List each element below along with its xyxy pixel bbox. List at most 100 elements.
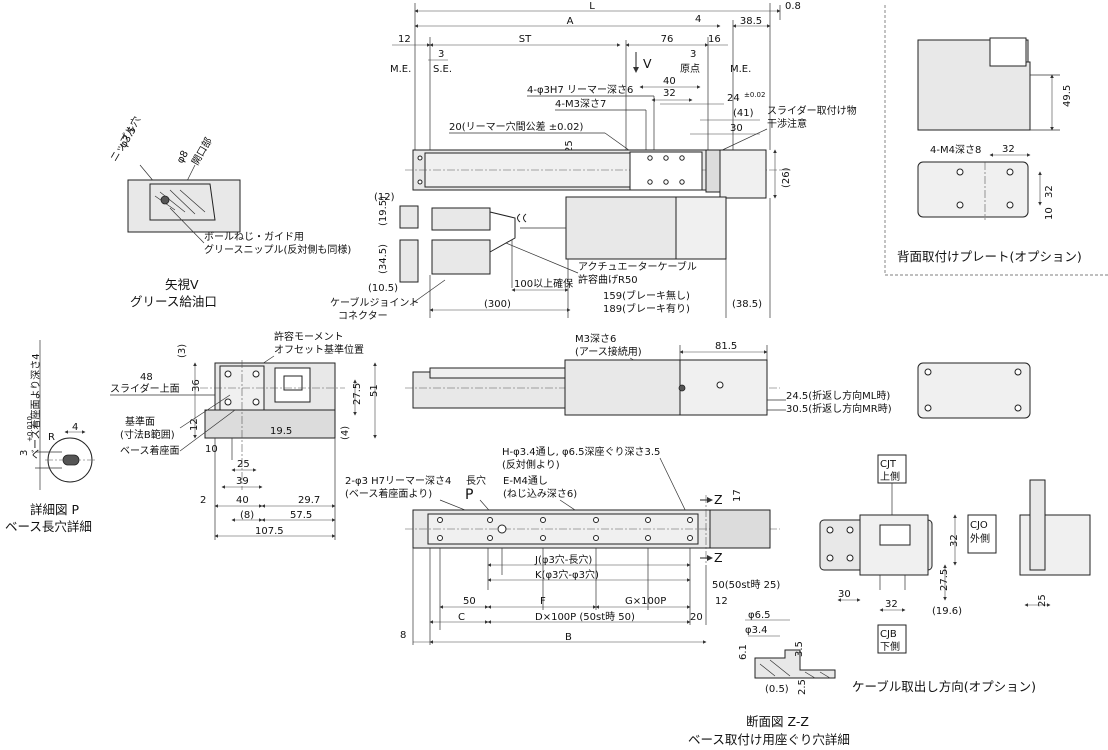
dim-12: 12	[398, 34, 411, 45]
origin-label: 原点	[680, 63, 700, 75]
len-no-brake: 159(ブレーキ無し)	[603, 289, 690, 302]
dim-24: 24	[727, 93, 740, 104]
fold-ml: 24.5(折返し方向ML時)	[786, 389, 890, 402]
zz-title-2: ベース取付け用座ぐり穴詳細	[688, 732, 850, 747]
clearance-note: 100以上確保	[514, 277, 573, 290]
grease-note-2: グリースニップル(反対側も同様)	[204, 243, 351, 256]
dim-F: F	[540, 596, 546, 607]
dim-3-left: 3	[438, 49, 444, 60]
detail-p-title-2: ベース長穴詳細	[5, 519, 92, 534]
cjb-label-1: CJB	[880, 629, 897, 640]
cable-dim-25: 25	[1037, 594, 1048, 607]
end-dim-40: 40	[236, 495, 249, 506]
view-v-title-1: 矢視V	[165, 277, 199, 292]
plate-dim-32a: 32	[1002, 144, 1015, 155]
view-v-title-2: グリース給油口	[130, 294, 217, 309]
plate-m4-note: 4-M4深さ8	[930, 144, 981, 156]
dim-41: (41)	[733, 108, 754, 119]
m3-earth: M3深さ6	[575, 333, 616, 345]
dim-C: C	[458, 612, 465, 623]
joint-note-2: コネクター	[338, 310, 388, 322]
slider-top-label: スライダー上面	[110, 382, 180, 395]
cjo-label-2: 外側	[970, 532, 990, 545]
me-right: M.E.	[730, 64, 751, 75]
back-plate-title: 背面取付けプレート(オプション)	[897, 249, 1082, 264]
plate-dim-49-5: 49.5	[1062, 85, 1073, 107]
moment-note-2: オフセット基準位置	[274, 343, 364, 356]
zz-dim-0-5: (0.5)	[765, 684, 789, 695]
dim-3-right: 3	[690, 49, 696, 60]
len-brake: 189(ブレーキ有り)	[603, 302, 690, 315]
zz-phi6-5: φ6.5	[748, 610, 771, 621]
se-label: S.E.	[433, 64, 452, 75]
end-dim-3: (3)	[177, 344, 188, 358]
end-dim-39: 39	[236, 476, 249, 487]
ref-face-2: (寸法B範囲)	[120, 428, 175, 441]
bottom-view: H-φ3.4通し, φ6.5深座ぐり深さ3.5 (反対側より) 2-φ3 H7リ…	[345, 445, 780, 645]
end-dim-10: 10	[205, 444, 218, 455]
end-dim-36: 36	[191, 379, 202, 392]
back-plate: 49.5 4-M4深さ8 32 32 10 背面取付けプレート(オプション)	[884, 5, 1108, 276]
dim-16: 16	[708, 34, 721, 45]
reamer-pitch-note: 20(リーマー穴間公差 ±0.02)	[449, 120, 583, 133]
plate-dim-32b: 32	[1044, 185, 1055, 198]
zz-phi3-4: φ3.4	[745, 625, 768, 636]
e-m4-note-2: (ねじ込み深さ6)	[503, 488, 577, 500]
dim-50st: 50(50st時 25)	[712, 579, 780, 591]
view-v: φ3.5 ニップル穴 φ8 開口部 ボールねじ・ガイド用 グリースニップル(反対…	[107, 114, 351, 309]
end-dim-29-7: 29.7	[298, 495, 320, 506]
dim-300: (300)	[484, 299, 511, 310]
fold-mr: 30.5(折返し方向MR時)	[786, 402, 892, 415]
end-view: 許容モーメント オフセット基準位置 (3) 48 スライダー上面 36 12 2…	[110, 330, 380, 540]
dim-24-tol: ±0.02	[744, 91, 765, 99]
ref-face-1: 基準面	[125, 415, 155, 428]
detail-p-dim4: 4	[72, 422, 78, 433]
view-v-label: V	[643, 56, 652, 71]
dim-0-8: 0.8	[785, 1, 801, 12]
base-face-label: ベース着座面	[120, 444, 180, 457]
dim-12p: (12)	[374, 192, 395, 203]
slider-holes	[647, 155, 685, 185]
reamer-note: 4-φ3H7 リーマー深さ6	[527, 84, 633, 96]
h-hole-note-1: H-φ3.4通し, φ6.5深座ぐり深さ3.5	[502, 445, 660, 458]
dim-30: 30	[730, 123, 743, 134]
cable-exit-title: ケーブル取出し方向(オプション)	[852, 679, 1036, 694]
side-dim-81-5: 81.5	[715, 341, 737, 352]
dim-Dx: D×100P (50st時 50)	[535, 611, 635, 623]
dim-B: B	[565, 632, 572, 643]
detail-p-tol: +0.010	[26, 416, 34, 442]
z-label-2: Z	[714, 550, 723, 565]
dim-20: 20	[690, 612, 703, 623]
cable-note-1: アクチュエーターケーブル	[578, 260, 697, 273]
moment-note-1: 許容モーメント	[274, 330, 344, 343]
dim-K: K(φ3穴-φ3穴)	[535, 568, 599, 581]
cjb-label-2: 下側	[880, 640, 900, 653]
end-dim-4: (4)	[340, 426, 351, 440]
opening-label: 開口部	[189, 135, 215, 167]
e-m4-note-1: E-M4通し	[503, 475, 548, 487]
joint-note-1: ケーブルジョイント	[330, 296, 419, 309]
dim-25: 25	[564, 140, 575, 153]
zz-dim-6-1: 6.1	[738, 644, 749, 660]
dim-A: A	[567, 16, 574, 27]
me-left: M.E.	[390, 64, 411, 75]
cjt-label-1: CJT	[880, 459, 897, 470]
dim-J: J(φ3穴-長穴)	[534, 553, 592, 566]
end-dim-27-5: 27.5	[352, 383, 363, 405]
end-dim-48: 48	[140, 372, 153, 383]
dim-L: L	[589, 1, 595, 12]
dim-19-5: (19.5)	[378, 196, 389, 226]
slider-note-1: スライダー取付け物	[767, 104, 857, 117]
zz-dim-3-5: 3.5	[794, 641, 805, 657]
dim-32: 32	[663, 88, 676, 99]
bottom-reamer-1: 2-φ3 H7リーマー深さ4	[345, 475, 451, 487]
end-dim-19-5: 19.5	[270, 426, 292, 437]
cjt-label-2: 上側	[880, 470, 900, 483]
p-label: P	[465, 487, 473, 503]
section-zz: φ6.5 φ3.4 6.1 3.5 (0.5) 2.5 断面図 Z-Z ベース取…	[688, 610, 850, 747]
zz-dim-2-5: 2.5	[797, 679, 808, 695]
grease-note-1: ボールねじ・ガイド用	[204, 231, 304, 243]
end-dim-51: 51	[369, 384, 380, 397]
bottom-reamer-2: (ベース着座面より)	[345, 487, 432, 500]
